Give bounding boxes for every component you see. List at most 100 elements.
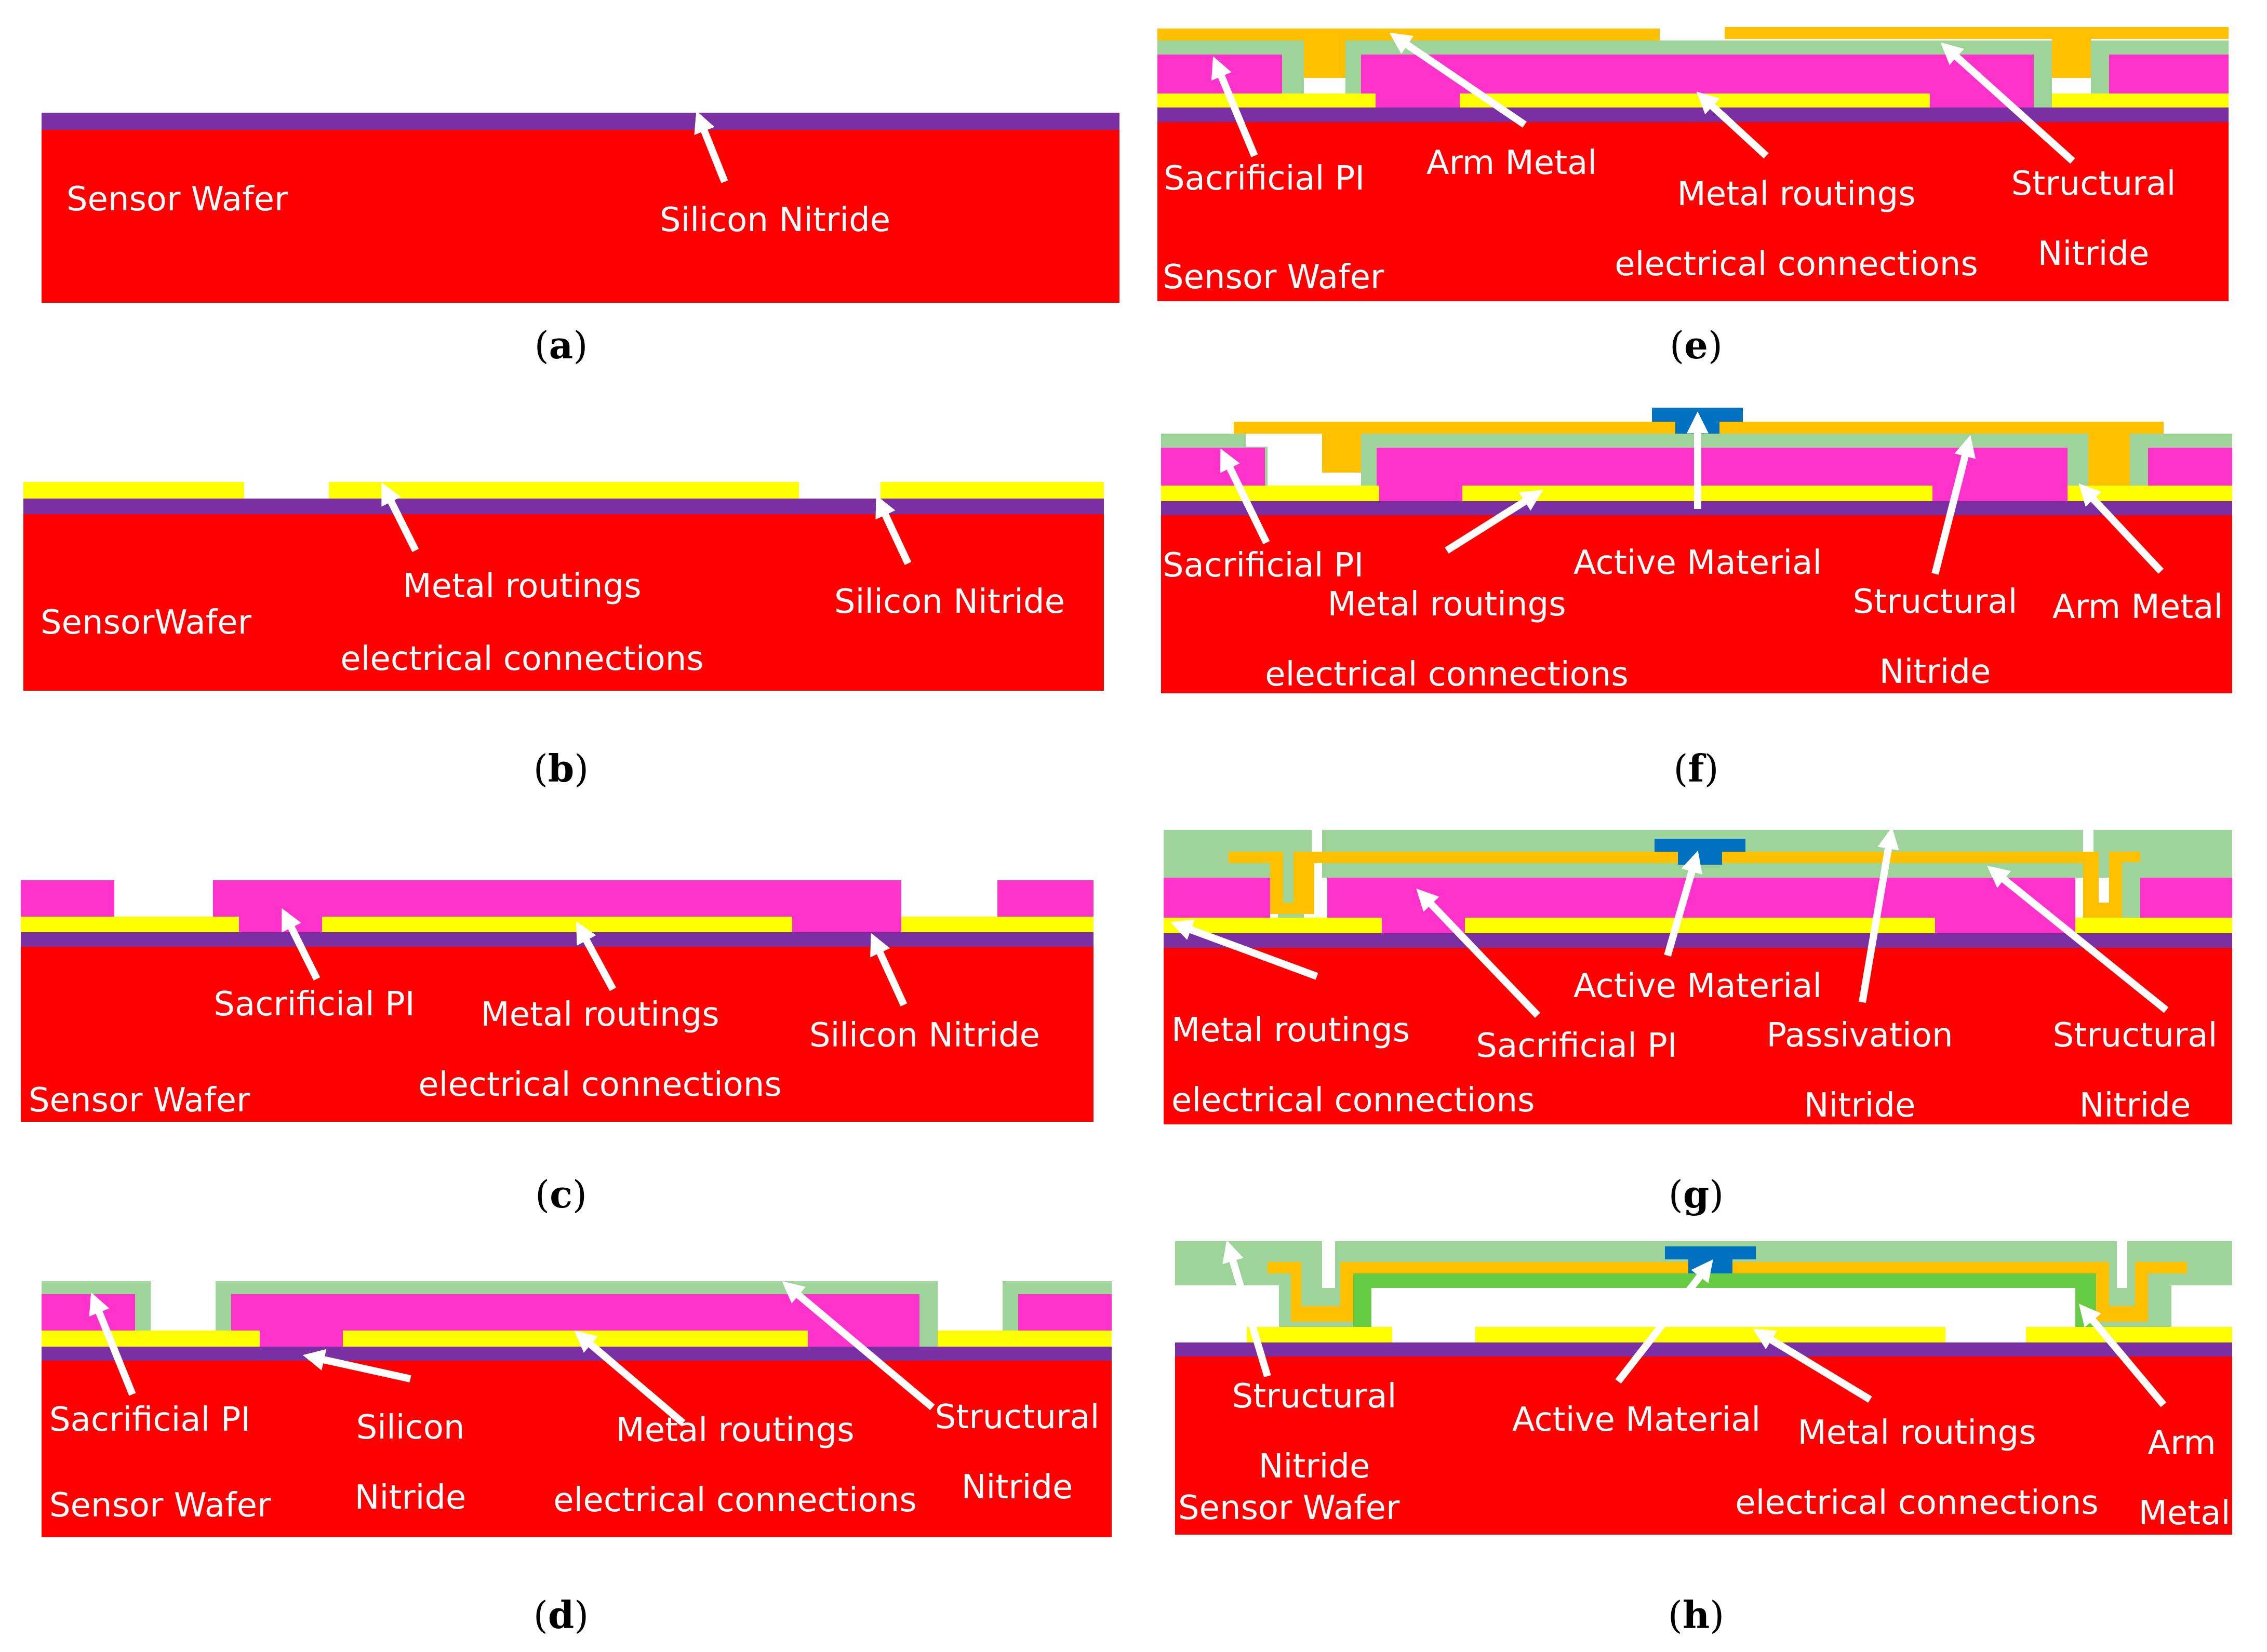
- metal-routing-2: [1460, 93, 1930, 108]
- arrow-sacrificial-pi: [1416, 888, 1541, 1018]
- label-arm-metal: Arm Metal: [2052, 588, 2223, 626]
- arrow-arm-metal: [2078, 483, 2164, 574]
- caption-f: (f): [1673, 746, 1718, 790]
- label-metal-routings: Metal routings: [481, 996, 719, 1034]
- label-sensor-wafer: Sensor Wafer: [29, 1081, 250, 1120]
- panel-c: Sacrificial PI Metal routings electrical…: [21, 880, 1094, 1216]
- label-arm-metal-2: Metal: [2139, 1494, 2231, 1533]
- label-metal-routings: Metal routings: [1677, 175, 1915, 213]
- sacrificial-pi-center: [1377, 448, 2068, 501]
- silicon-nitride-layer: [42, 113, 1119, 130]
- arrow-structural-nitride: [1987, 866, 2169, 1013]
- sacrificial-pi-left: [21, 880, 114, 917]
- label-structural: Structural: [2011, 165, 2176, 203]
- arm-metal-layer: [1268, 1262, 2187, 1322]
- sacrificial-pi-left: [1161, 448, 1265, 486]
- sacrificial-pi-center: [213, 880, 901, 932]
- panel-g: Metal routings electrical connections Sa…: [1164, 827, 2232, 1216]
- label-active-material: Active Material: [1512, 1401, 1761, 1439]
- arrow-arm-metal: [1389, 32, 1527, 128]
- label-arm: Arm: [2148, 1424, 2216, 1462]
- caption-g: (g): [1669, 1172, 1724, 1216]
- label-sensor-wafer: Sensor Wafer: [1178, 1489, 1400, 1527]
- label-sacrificial-pi: Sacrificial PI: [1476, 1027, 1677, 1065]
- sensor-wafer-layer: [1164, 948, 2232, 1124]
- label-metal-routings: Metal routings: [403, 567, 641, 606]
- label-electrical-connections: electrical connections: [1265, 655, 1628, 694]
- arrow-active-material: [1664, 850, 1702, 957]
- label-silicon-nitride-2: Nitride: [355, 1479, 466, 1517]
- arrow-silicon-nitride: [302, 1349, 411, 1382]
- label-silicon-nitride: Silicon Nitride: [834, 583, 1065, 621]
- metal-routing-3: [881, 482, 1104, 499]
- panel-f: Sacrificial PI Metal routings electrical…: [1161, 408, 2232, 790]
- arrow-active-material: [1615, 1259, 1713, 1384]
- label-metal-routings: Metal routings: [1797, 1414, 2036, 1452]
- label-metal-routings: Metal routings: [1171, 1011, 1410, 1050]
- label-structural-nitride-2: Nitride: [2079, 1086, 2191, 1125]
- sensor-wafer-layer: [42, 1361, 1112, 1537]
- arrow-metal-routings: [1696, 91, 1769, 159]
- sacrificial-pi-right: [997, 880, 1094, 917]
- cavity-gap-left: [1175, 1285, 1279, 1327]
- sensor-wafer-layer: [1157, 122, 2229, 301]
- label-passivation: Passivation: [1766, 1016, 1953, 1055]
- label-silicon-nitride: Silicon Nitride: [809, 1016, 1040, 1055]
- silicon-nitride-layer: [1175, 1342, 2232, 1356]
- arrow-metal-routings: [1170, 919, 1318, 980]
- metal-routing-1: [1157, 93, 1376, 108]
- label-silicon-nitride: Silicon Nitride: [660, 201, 890, 239]
- arrow-metal-routings: [1753, 1328, 1872, 1403]
- structural-nitride-left: [42, 1281, 151, 1331]
- panel-a: Sensor Wafer Silicon Nitride (a): [42, 111, 1119, 367]
- label-passivation-nitride-2: Nitride: [1804, 1086, 1916, 1125]
- sacrificial-pi-right: [2140, 878, 2232, 918]
- label-active-material: Active Material: [1573, 544, 1822, 582]
- caption-b: (b): [534, 746, 589, 790]
- arrow-structural-nitride: [1940, 42, 2075, 164]
- label-metal-routings: Metal routings: [1327, 585, 1566, 624]
- label-sensor-wafer: Sensor Wafer: [49, 1486, 271, 1525]
- metal-routing-3: [873, 917, 1094, 932]
- label-silicon: Silicon: [356, 1408, 465, 1447]
- label-electrical-connections: electrical connections: [340, 640, 703, 678]
- caption-a: (a): [535, 323, 588, 367]
- arm-metal-right: [1725, 27, 2229, 78]
- arm-metal-layer: [1234, 422, 2164, 486]
- caption-d: (d): [534, 1593, 589, 1637]
- metal-routing-2: [1475, 1327, 1945, 1342]
- arrow-metal-routings: [574, 1330, 686, 1426]
- label-structural-nitride-2: Nitride: [1259, 1447, 1370, 1486]
- label-active-material: Active Material: [1573, 967, 1822, 1005]
- sacrificial-pi-center: [1327, 878, 2075, 933]
- arrow-metal-routings: [576, 921, 617, 991]
- label-sacrificial-pi: Sacrificial PI: [214, 985, 415, 1024]
- sacrificial-pi-center: [231, 1294, 919, 1347]
- sensor-wafer-layer: [1161, 515, 2232, 693]
- metal-routing-1-visible: [1247, 1327, 1392, 1342]
- panel-e: Sacrificial PI Arm Metal Metal routings …: [1157, 27, 2229, 367]
- sensor-wafer-layer: [42, 130, 1119, 303]
- arrow-structural-nitride: [782, 1281, 935, 1411]
- label-structural-nitride-2: Nitride: [962, 1468, 1073, 1507]
- label-electrical-connections: electrical connections: [1735, 1484, 2098, 1522]
- sacrificial-pi-left: [1164, 878, 1270, 918]
- metal-routing-2: [329, 482, 799, 499]
- label-sacrificial-pi: Sacrificial PI: [1163, 546, 1364, 585]
- sacrificial-pi-center: [1361, 55, 2034, 108]
- label-sensor-wafer: SensorWafer: [41, 603, 252, 642]
- label-sensor-wafer: Sensor Wafer: [1163, 258, 1384, 297]
- release-cavity: [1371, 1288, 2075, 1327]
- arrow-structural-nitride: [1931, 435, 1976, 575]
- structural-nitride-right: [1003, 1281, 1112, 1331]
- silicon-nitride-layer: [1157, 108, 2229, 122]
- label-sacrificial-pi: Sacrificial PI: [49, 1401, 250, 1439]
- arrow-sacrificial-pi: [281, 908, 321, 981]
- metal-routing-3: [2026, 1327, 2232, 1342]
- panel-d: Sacrificial PI Silicon Nitride Metal rou…: [42, 1281, 1112, 1637]
- panel-h: Structural Nitride Sensor Wafer Active M…: [1175, 1240, 2232, 1637]
- arrow-silicon-nitride: [694, 111, 728, 183]
- metal-routing-1: [1161, 486, 1379, 501]
- label-sensor-wafer: Sensor Wafer: [66, 180, 288, 219]
- metal-routing-1: [23, 482, 244, 499]
